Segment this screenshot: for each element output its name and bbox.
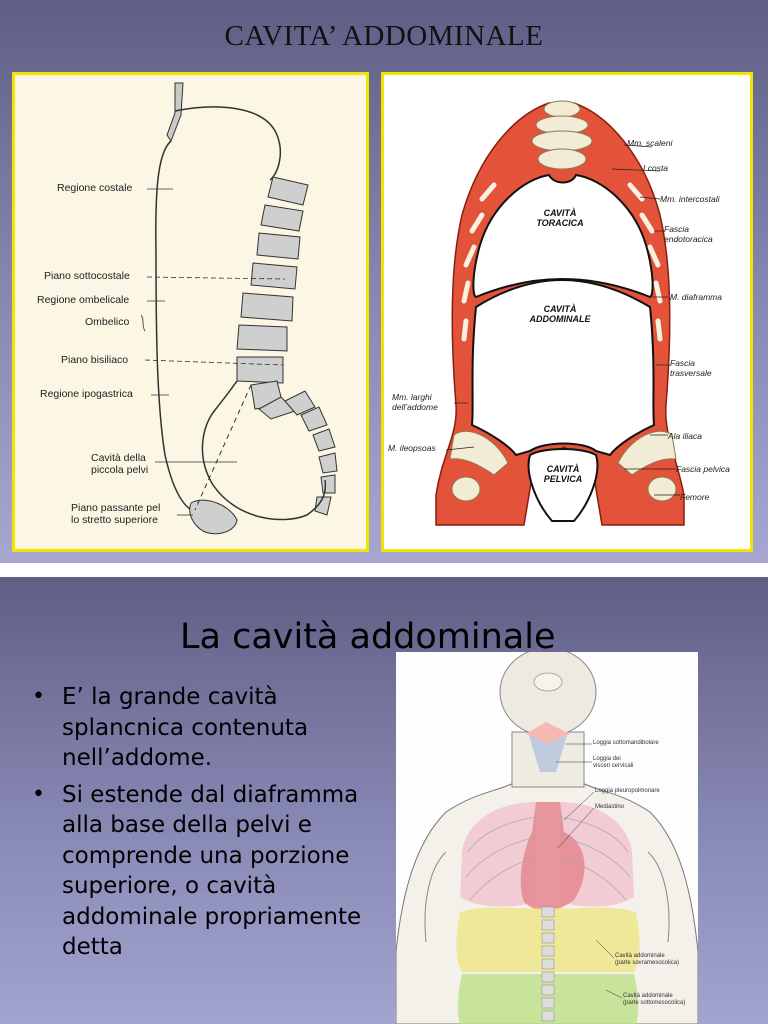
bullet-item: Si estende dal diaframma alla base della…: [32, 780, 382, 963]
slide-separator: [0, 563, 768, 577]
label-mm-larghi-2: dell’addome: [392, 402, 438, 412]
label-loggia-visceri-2: visceri cervicali: [593, 763, 634, 769]
label-regione-ombelicale: Regione ombelicale: [37, 294, 130, 306]
bullet-list: E’ la grande cavità splancnica contenuta…: [32, 682, 382, 969]
label-piano-passante-2: lo stretto superiore: [71, 514, 158, 526]
slide-1: CAVITA’ ADDOMINALE: [0, 0, 768, 577]
label-piano-bisiliaco: Piano bisiliaco: [61, 354, 129, 366]
label-femore: Femore: [680, 492, 710, 502]
label-loggia-sottomandibolare: Loggia sottomandibolare: [593, 740, 659, 746]
label-loggia-pleuropolmonare: Loggia pleuropolmonare: [595, 788, 660, 794]
label-fascia-pelvica: Fascia pelvica: [676, 464, 730, 474]
label-m-diaframma: M. diaframma: [670, 292, 722, 302]
label-cavita-piccola-pelvi-2: piccola pelvi: [91, 464, 149, 476]
label-i-costa: I costa: [643, 163, 669, 173]
cavity-pelvic-2: PELVICA: [543, 474, 583, 484]
label-fascia-endotoracica-1: Fascia: [664, 224, 690, 234]
label-mm-scaleni: Mm. scaleni: [627, 138, 673, 148]
frontal-drawing: [435, 100, 685, 526]
torso-drawing: [396, 652, 698, 1024]
label-cavita-sottomesocolica-1: Cavità addominale: [623, 993, 673, 999]
label-regione-ipogastrica: Regione ipogastrica: [40, 388, 133, 400]
label-m-ileopsoas: M. ileopsoas: [388, 443, 436, 453]
label-ala-iliaca: Ala iliaca: [668, 431, 703, 441]
label-mediastino: Mediastino: [595, 804, 625, 810]
cavity-thoracic-2: TORACICA: [536, 218, 584, 228]
label-fascia-trasversale-1: Fascia: [670, 358, 696, 368]
label-fascia-endotoracica-2: endotoracica: [664, 234, 713, 244]
cavity-abdominal-1: CAVITÀ: [543, 304, 577, 314]
label-mm-intercostali: Mm. intercostali: [660, 194, 720, 204]
label-cavita-sovramesocolica-1: Cavità addominale: [615, 953, 665, 959]
label-piano-passante-1: Piano passante pel: [71, 502, 161, 514]
label-regione-costale: Regione costale: [57, 182, 133, 194]
label-ombelico: Ombelico: [85, 316, 130, 328]
frontal-section-figure: CAVITÀ TORACICA CAVITÀ ADDOMINALE CAVITÀ…: [381, 72, 753, 552]
label-cavita-sottomesocolica-2: (parte sottomesocolica): [623, 1000, 686, 1006]
sagittal-section-figure: Regione costale Piano sottocostale Regio…: [12, 72, 369, 552]
slide-title: La cavità addominale: [180, 617, 556, 657]
cavity-abdominal-2: ADDOMINALE: [529, 314, 591, 324]
label-fascia-trasversale-2: trasversale: [670, 368, 712, 378]
label-piano-sottocostale: Piano sottocostale: [44, 270, 130, 282]
slide-2: La cavità addominale E’ la grande cavità…: [0, 577, 768, 1024]
torso-illustration: Loggia sottomandibolare Loggia dei visce…: [396, 652, 698, 1024]
bullet-item: E’ la grande cavità splancnica contenuta…: [32, 682, 382, 774]
label-cavita-piccola-pelvi-1: Cavità della: [91, 452, 146, 464]
label-cavita-sovramesocolica-2: (parte sovramesocolica): [615, 960, 680, 966]
cavity-pelvic-1: CAVITÀ: [546, 464, 580, 474]
sagittal-drawing: [140, 82, 338, 535]
cavity-thoracic-1: CAVITÀ: [543, 208, 577, 218]
label-loggia-visceri-1: Loggia dei: [593, 756, 621, 762]
label-mm-larghi-1: Mm. larghi: [392, 392, 432, 402]
slide-title: CAVITA’ ADDOMINALE: [224, 20, 544, 52]
